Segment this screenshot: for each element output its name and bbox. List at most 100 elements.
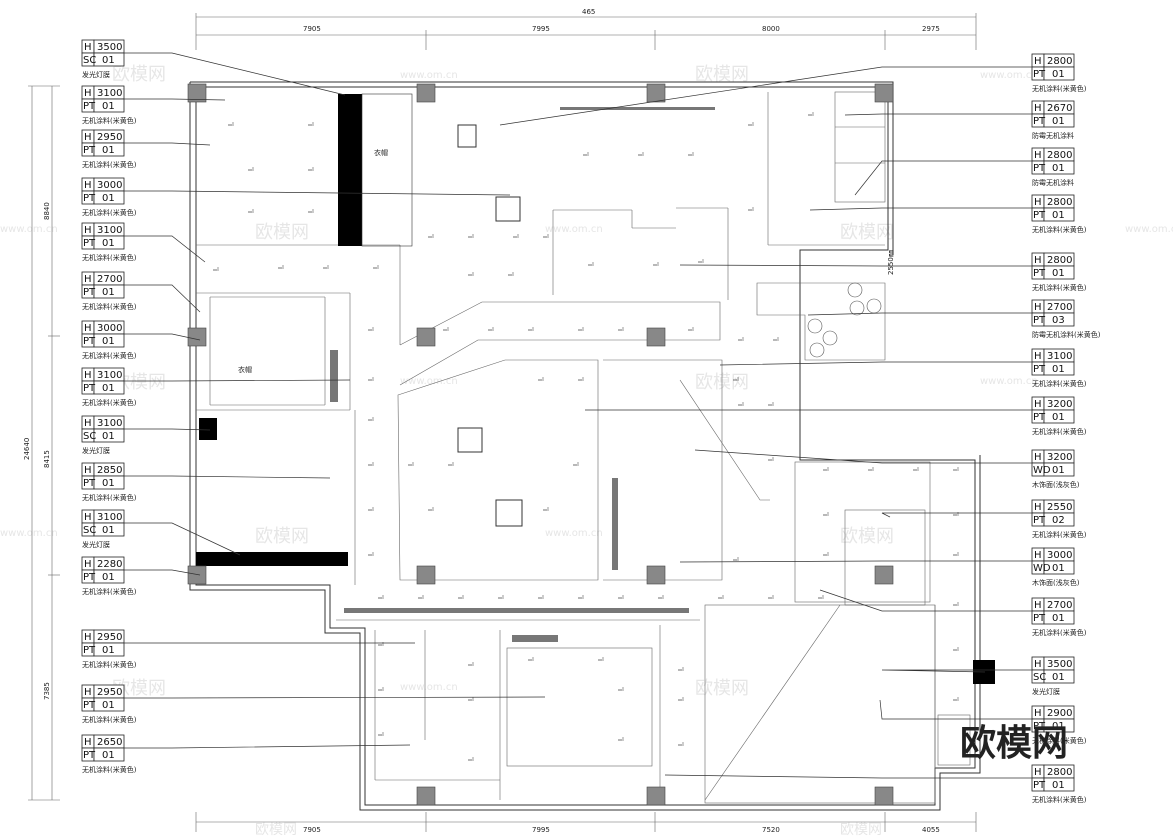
tag-height: 2670 (1047, 103, 1072, 114)
tag-number: 02 (1052, 515, 1065, 526)
leader-line (719, 361, 1032, 366)
tag-note: 无机涂料(米黄色) (82, 765, 137, 774)
light-box-panel (338, 94, 362, 246)
tag-note: 无机涂料(米黄色) (1032, 283, 1087, 292)
column (646, 327, 666, 347)
tag-height: 3200 (1047, 399, 1072, 410)
column (416, 786, 436, 806)
leader-line (881, 669, 1032, 673)
tag-code: WD (1033, 563, 1051, 574)
tag-note: 无机涂料(米黄色) (1032, 628, 1087, 637)
tag-height: 3000 (1047, 550, 1072, 561)
tag-note: 无机涂料(米黄色) (1032, 736, 1087, 745)
watermark-layer: 欧模网 www.om.cn 欧模网 www.om.cn www.om.cn 欧模… (0, 64, 1173, 837)
tag-height: 3100 (97, 370, 122, 381)
watermark: www.om.cn (980, 70, 1038, 81)
leader-line (124, 235, 206, 263)
tag-number: 01 (1052, 721, 1065, 732)
tag-code: PT (1033, 364, 1046, 375)
watermark: www.om.cn (400, 70, 458, 81)
room-label: 衣帽 (374, 148, 388, 157)
column (187, 327, 207, 347)
tag-height: 3100 (97, 512, 122, 523)
tag-h-label: H (1034, 255, 1042, 266)
watermark: www.om.cn (545, 528, 603, 539)
tag-note: 木饰面(浅灰色) (1032, 480, 1080, 489)
leader-line (807, 312, 1032, 316)
dimension-top-4: 2975 (922, 25, 940, 33)
dimension-top-1: 7905 (303, 25, 321, 33)
tag-height: 2800 (1047, 255, 1072, 266)
leader-line (124, 190, 511, 196)
watermark: 欧模网 (255, 526, 309, 547)
tag-code: PT (1033, 268, 1046, 279)
tag-code: SC (83, 431, 96, 442)
tag-number: 01 (102, 238, 115, 249)
tag-number: 01 (102, 750, 115, 761)
tag-h-label: H (84, 370, 92, 381)
tag-height: 2700 (1047, 600, 1072, 611)
tag-note: 无机涂料(米黄色) (1032, 379, 1087, 388)
dimension-lines: 465 7905 7995 8000 2975 7905 7995 7520 4… (23, 8, 977, 834)
watermark: www.om.cn (1125, 224, 1173, 235)
tag-number: 01 (1052, 780, 1065, 791)
watermark: 欧模网 (112, 678, 166, 699)
column (416, 565, 436, 585)
tag-height: 3100 (97, 418, 122, 429)
tag-code: PT (83, 101, 96, 112)
watermark: 欧模网 (840, 222, 894, 243)
tag-code: WD (1033, 465, 1051, 476)
watermark: 欧模网 (112, 372, 166, 393)
tag-height: 2800 (1047, 767, 1072, 778)
leader-line (124, 52, 346, 96)
tag-number: 01 (102, 478, 115, 489)
tag-number: 01 (1052, 465, 1065, 476)
tag-code: PT (1033, 163, 1046, 174)
tag-number: 01 (1052, 672, 1065, 683)
column (874, 786, 894, 806)
dimension-bottom-4: 4055 (922, 826, 940, 834)
tag-h-label: H (84, 512, 92, 523)
tag-h-label: H (1034, 103, 1042, 114)
tag-note: 发光灯膜 (82, 70, 110, 79)
tag-h-label: H (84, 465, 92, 476)
tag-code: PT (83, 700, 96, 711)
tag-height: 2950 (97, 632, 122, 643)
tag-h-label: H (84, 42, 92, 53)
tag-code: PT (83, 145, 96, 156)
column (646, 83, 666, 103)
tag-note: 发光灯膜 (82, 446, 110, 455)
tag-code: PT (83, 750, 96, 761)
tag-height: 2280 (97, 559, 122, 570)
tag-height: 3500 (1047, 659, 1072, 670)
tag-h-label: H (1034, 708, 1042, 719)
plan-fills (187, 83, 995, 806)
tag-code: SC (83, 525, 96, 536)
leader-line (664, 774, 1032, 779)
leader-line (124, 98, 226, 101)
tag-h-label: H (84, 180, 92, 191)
leader-line (809, 207, 1032, 211)
tag-code: PT (83, 238, 96, 249)
tag-code: PT (1033, 721, 1046, 732)
tag-code: SC (83, 55, 96, 66)
tag-note: 防霉无机涂料 (1032, 178, 1074, 187)
tag-number: 01 (1052, 69, 1065, 80)
